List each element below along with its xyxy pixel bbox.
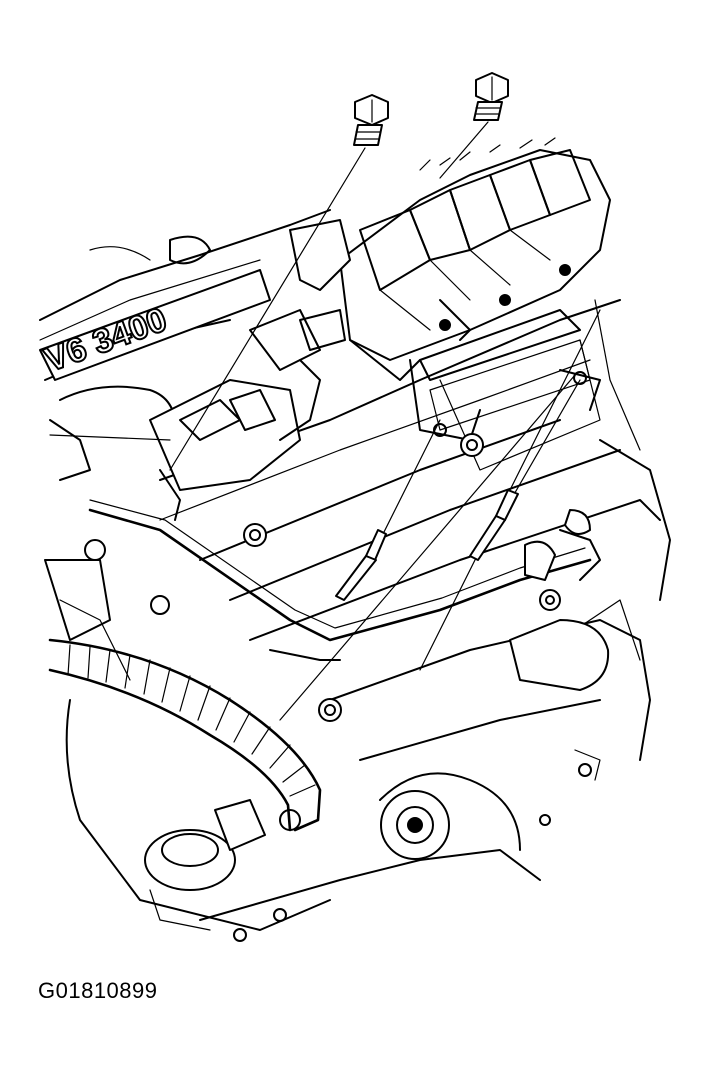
coil-bracket xyxy=(289,219,601,441)
ignition-module xyxy=(149,309,346,521)
engine-badge-text: V6 3400 xyxy=(40,300,172,379)
figure-id-label: G01810899 xyxy=(38,978,158,1003)
right-side-fasteners xyxy=(539,509,601,826)
mounting-nuts xyxy=(84,433,561,831)
bolt-right xyxy=(473,72,509,121)
wiring-conduit xyxy=(48,638,322,832)
throttle-body xyxy=(144,799,287,942)
spark-plug-wire-1 xyxy=(335,419,441,601)
coolant-outlet xyxy=(509,540,610,691)
bolt-left xyxy=(353,94,389,146)
ignition-coil-pack xyxy=(339,137,611,381)
crank-pulley xyxy=(380,790,450,860)
fuel-rail xyxy=(88,499,601,661)
engine-diagram: V6 3400 xyxy=(39,72,671,942)
spark-plug-wire-2 xyxy=(469,379,581,561)
